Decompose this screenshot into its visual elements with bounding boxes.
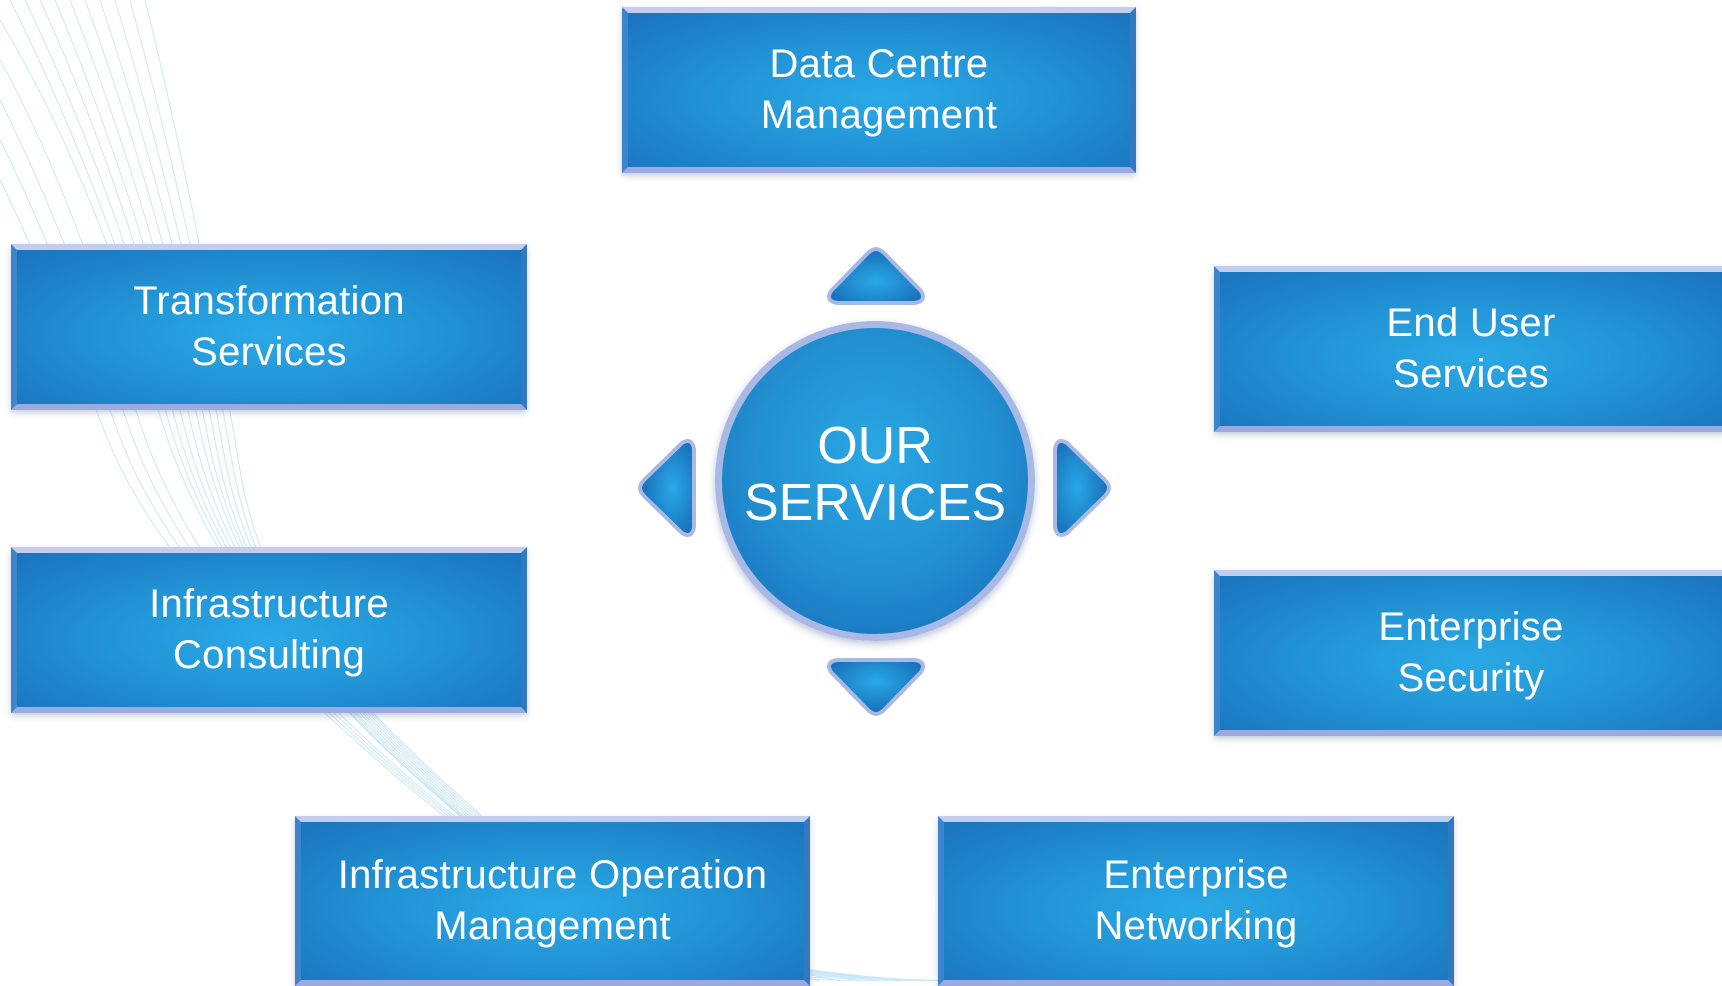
service-label-line: Services [191,330,347,374]
service-label: Transformation Services [133,276,405,378]
service-box-enterprise-security: Enterprise Security [1214,570,1722,736]
service-box-enterprise-networking: Enterprise Networking [938,816,1454,986]
service-label: End User Services [1386,298,1555,400]
service-label-line: Enterprise [1378,605,1564,649]
service-label-line: End User [1386,301,1556,345]
arrow-right-icon [1053,439,1112,537]
service-label-line: Security [1397,656,1545,700]
service-label-line: Data Centre [769,42,989,86]
our-services-hub: OUR SERVICES [715,321,1035,641]
service-box-infrastructure-operation-management: Infrastructure Operation Management [295,816,810,986]
service-label-line: Consulting [172,633,365,677]
service-label-line: Management [434,904,671,948]
service-box-end-user-services: End User Services [1214,266,1722,432]
service-label-line: Infrastructure [149,582,389,626]
service-label: Enterprise Security [1378,602,1563,704]
service-label: Enterprise Networking [1094,850,1297,952]
service-label-line: Transformation [133,279,405,323]
service-box-infrastructure-consulting: Infrastructure Consulting [11,547,527,713]
service-label: Infrastructure Operation Management [338,850,768,952]
service-box-data-centre-management: Data Centre Management [622,7,1136,173]
service-label: Data Centre Management [761,39,997,141]
arrow-up-icon [827,246,925,305]
service-box-transformation-services: Transformation Services [11,244,527,410]
service-label-line: Networking [1094,904,1298,948]
hub-label-line: SERVICES [743,474,1007,532]
service-label-line: Management [760,93,998,137]
hub-label-line: OUR [817,417,933,475]
service-label-line: Services [1393,352,1549,396]
arrow-down-icon [827,658,925,717]
service-label-line: Enterprise [1103,853,1289,897]
hub-label: OUR SERVICES [744,418,1006,532]
service-label-line: Infrastructure Operation [337,853,768,897]
service-label: Infrastructure Consulting [149,579,389,681]
arrow-left-icon [637,439,696,537]
